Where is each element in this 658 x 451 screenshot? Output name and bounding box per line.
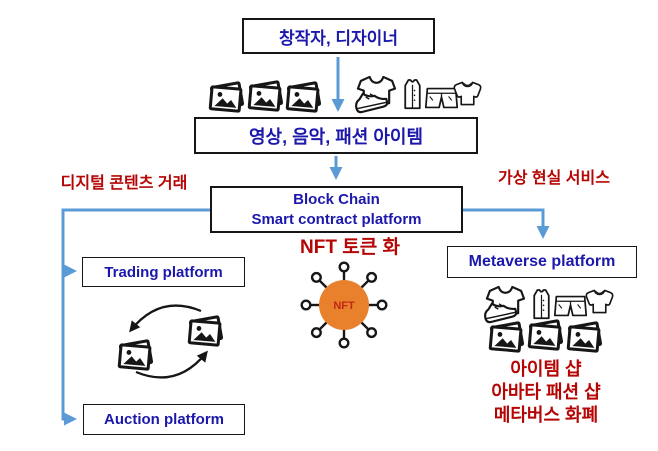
photo-stack-icon (566, 321, 603, 353)
auction-platform-label: Auction platform (104, 411, 224, 428)
tshirt-sneaker-icon (353, 75, 397, 115)
node-auction-platform: Auction platform (83, 404, 245, 435)
label-item-shop: 아이템 샵 (510, 359, 582, 379)
exchange-cycle-icon (117, 304, 224, 379)
label-avatar-fashion-shop: 아바타 패션 샵 (491, 382, 601, 402)
node-content-items-label: 영상, 음악, 패션 아이템 (248, 126, 424, 147)
photo-stack-icon (247, 80, 284, 112)
photo-stack-icon (488, 321, 525, 353)
node-content-items: 영상, 음악, 패션 아이템 (194, 117, 478, 154)
connector-blockchain-to-metaverse (463, 208, 550, 239)
node-creator-designer: 창작자, 디자이너 (242, 18, 435, 54)
vest-icon (404, 79, 421, 110)
label-nft-tokenization: NFT 토큰 화 (300, 237, 400, 258)
node-creator-label: 창작자, 디자이너 (279, 28, 398, 48)
blockchain-line1: Block Chain (293, 191, 380, 208)
node-metaverse-platform: Metaverse platform (447, 246, 637, 278)
photo-stack-icon (527, 319, 564, 351)
photo-stack-icon (208, 81, 245, 113)
photo-stack-icon (285, 81, 322, 113)
blockchain-line2: Smart contract platform (251, 210, 422, 228)
nft-network-icon: NFT (300, 261, 388, 349)
sweater-icon (585, 289, 614, 314)
sweater-icon (453, 81, 482, 106)
nft-badge-label: NFT (333, 300, 355, 312)
label-digital-content-trade: 디지털 콘텐츠 거래 (60, 175, 188, 192)
shorts-icon (425, 87, 458, 109)
metaverse-services-list: 아이템 샵 아바타 패션 샵 메타버스 화폐 (446, 358, 646, 427)
nft-token-circle (319, 280, 369, 330)
vest-icon (533, 289, 550, 320)
trading-platform-label: Trading platform (104, 263, 223, 281)
tshirt-sneaker-icon (482, 285, 526, 325)
connector-blockchain-to-auction (61, 208, 210, 426)
node-trading-platform: Trading platform (82, 257, 245, 287)
node-blockchain-platform: Block Chain Smart contract platform (210, 186, 463, 233)
metaverse-platform-label: Metaverse platform (468, 253, 616, 270)
label-vr-service: 가상 현실 서비스 (498, 170, 610, 187)
label-metaverse-currency: 메타버스 화폐 (493, 405, 599, 425)
shorts-icon (554, 295, 587, 317)
